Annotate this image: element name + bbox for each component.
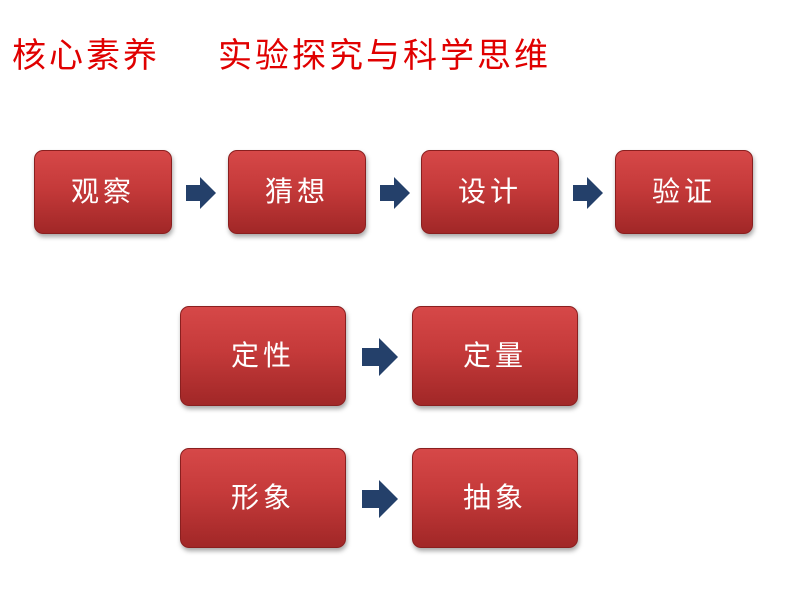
arrow-right-icon bbox=[380, 177, 410, 209]
pair-box-qualitative: 定性 bbox=[180, 306, 346, 406]
arrow-right-icon bbox=[362, 480, 398, 518]
pair-box-concrete: 形象 bbox=[180, 448, 346, 548]
pair-box-abstract: 抽象 bbox=[412, 448, 578, 548]
page-title: 核心素养 实验探究与科学思维 bbox=[12, 34, 551, 78]
pair-label-concrete: 形象 bbox=[230, 481, 295, 514]
step-label-hypothesize: 猜想 bbox=[264, 175, 329, 208]
step-label-design: 设计 bbox=[457, 175, 522, 208]
pair-label-qualitative: 定性 bbox=[230, 339, 295, 372]
step-box-design: 设计 bbox=[421, 150, 559, 234]
arrow-right-icon bbox=[362, 338, 398, 376]
arrow-right-icon bbox=[186, 177, 216, 209]
step-box-hypothesize: 猜想 bbox=[228, 150, 366, 234]
pair-label-abstract: 抽象 bbox=[462, 481, 527, 514]
step-label-verify: 验证 bbox=[651, 175, 716, 208]
step-box-verify: 验证 bbox=[615, 150, 753, 234]
arrow-right-icon bbox=[573, 177, 603, 209]
step-label-observe: 观察 bbox=[70, 175, 135, 208]
title-core-literacy: 核心素养 bbox=[12, 36, 160, 76]
title-topic: 实验探究与科学思维 bbox=[218, 36, 551, 76]
pair-box-quantitative: 定量 bbox=[412, 306, 578, 406]
step-box-observe: 观察 bbox=[34, 150, 172, 234]
pair-label-quantitative: 定量 bbox=[462, 339, 527, 372]
